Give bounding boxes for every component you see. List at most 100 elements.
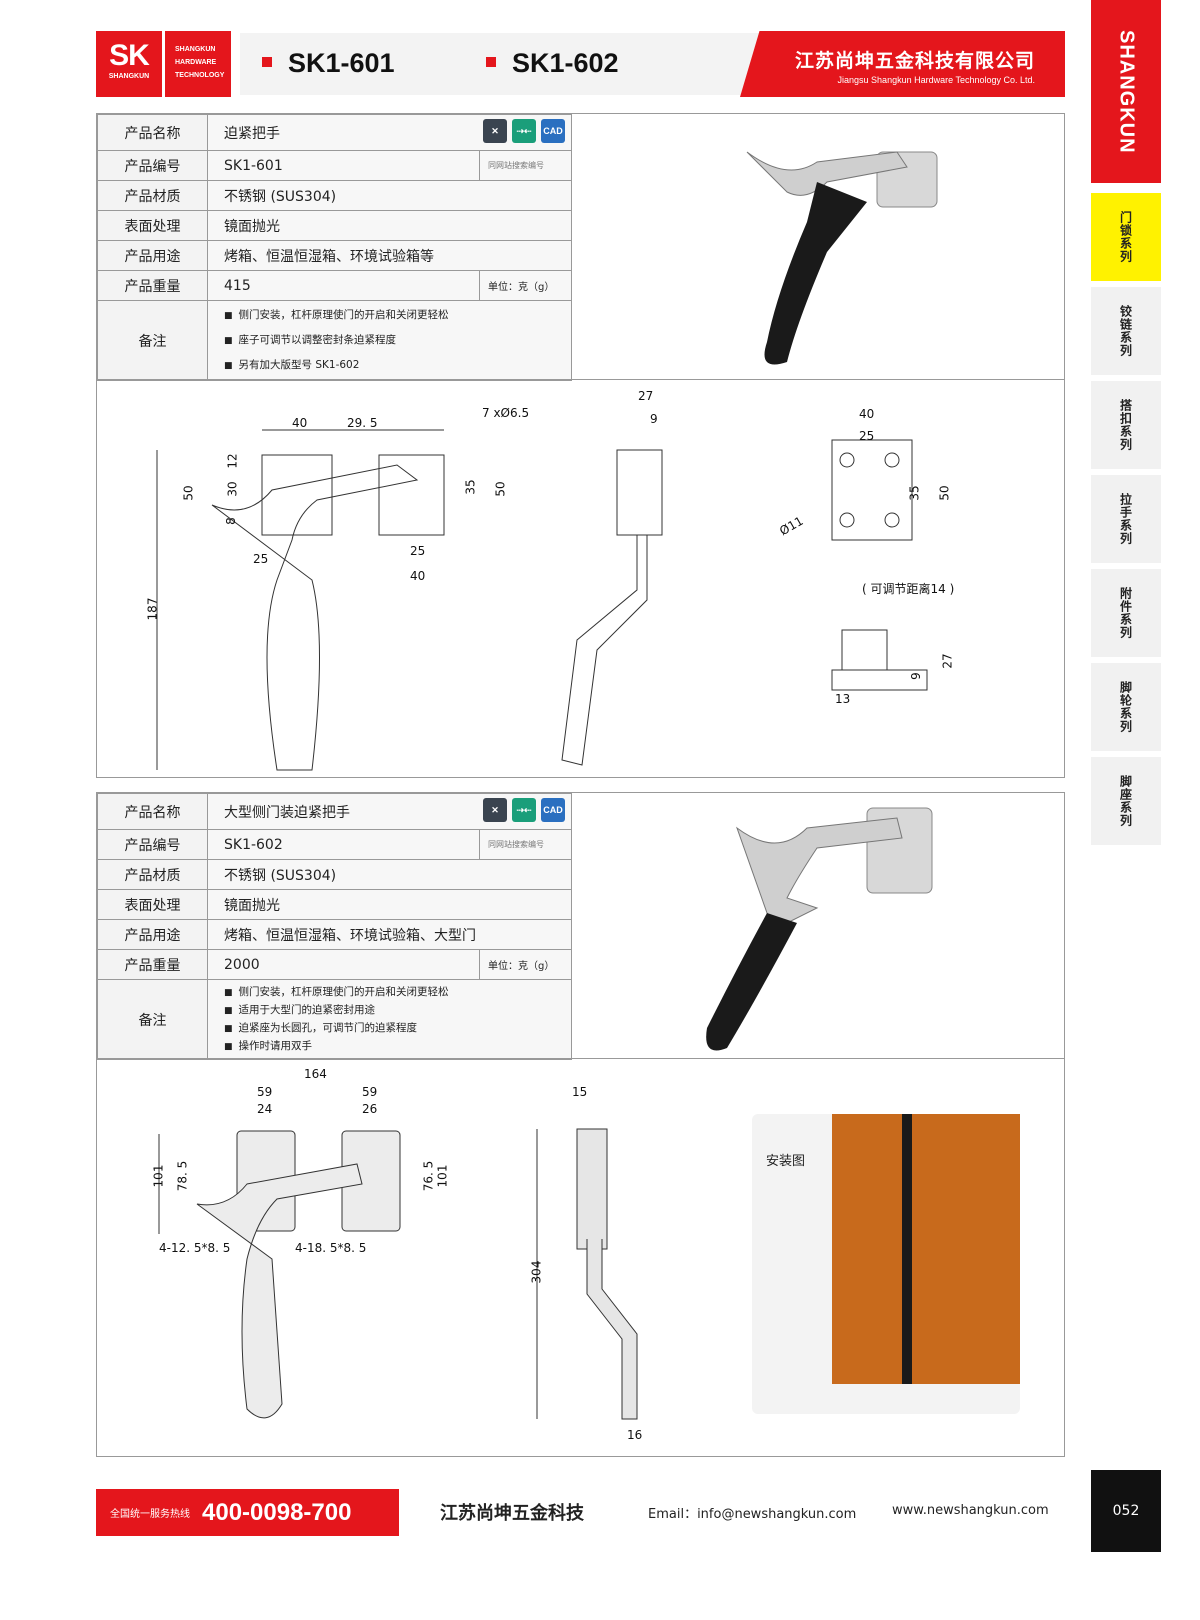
dimension-label: 101: [151, 1164, 166, 1188]
cad-icon[interactable]: CAD: [541, 798, 565, 822]
label: 表面处理: [97, 889, 208, 920]
dimension-label: 26: [362, 1102, 378, 1116]
dimension-label: 101: [435, 1164, 450, 1188]
product-name: 迫紧把手: [224, 125, 280, 142]
logo-line: SHANGKUN: [175, 46, 216, 53]
label: 产品材质: [97, 859, 208, 890]
dimension-label: 12: [225, 453, 240, 469]
dimension-label: 40: [859, 407, 875, 421]
dimension-label: 29. 5: [347, 416, 378, 430]
dimension-label: 24: [257, 1102, 273, 1116]
technical-drawing-sk1-602: [158, 1128, 638, 1420]
dimension-label: 78. 5: [175, 1160, 190, 1192]
dimension-label: 27: [638, 389, 654, 403]
label: 备注: [97, 300, 208, 381]
hotline-number: 400-0098-700: [202, 1498, 352, 1526]
dimension-label: 59: [257, 1085, 273, 1099]
label: 产品重量: [97, 949, 208, 980]
sidebar-item-hinges[interactable]: 铰链系列: [1091, 287, 1161, 375]
sidebar-item-latches[interactable]: 搭扣系列: [1091, 381, 1161, 469]
product-material: 不锈钢 (SUS304): [207, 859, 572, 890]
product-usage: 烤箱、恒温恒湿箱、环境试验箱、大型门: [207, 919, 572, 950]
company-en: Jiangsu Shangkun Hardware Technology Co.…: [837, 75, 1035, 85]
dimension-label: 35: [907, 485, 922, 501]
quick-install-icon[interactable]: ⇢⇠: [512, 119, 536, 143]
cad-icon[interactable]: CAD: [541, 119, 565, 143]
product-material: 不锈钢 (SUS304): [207, 180, 572, 211]
dimension-label: 9: [650, 412, 658, 426]
label: 表面处理: [97, 210, 208, 241]
dimension-label: 8: [223, 517, 238, 525]
product-weight: 2000: [207, 949, 480, 980]
header-bar: [240, 33, 780, 95]
notes-list: 侧门安装，杠杆原理使门的开启和关闭更轻松座子可调节以调整密封条迫紧程度另有加大版…: [224, 303, 555, 378]
logo-sub: SHANGKUN: [108, 73, 150, 80]
technical-drawing-sk1-601: [156, 429, 928, 771]
hotline-label: 全国统一服务热线: [110, 1509, 190, 1520]
hotline-box: 全国统一服务热线 400-0098-700: [96, 1489, 399, 1536]
sidebar-item-accessories[interactable]: 附件系列: [1091, 569, 1161, 657]
dimension-label: 187: [145, 597, 160, 621]
footer-company: 江苏尚坤五金科技: [440, 1503, 584, 1524]
dimension-label: 76. 5: [421, 1160, 436, 1192]
dimension-label: 50: [493, 481, 508, 497]
note: 侧门安装，杠杆原理使门的开启和关闭更轻松: [224, 303, 555, 328]
dimension-label: 25: [859, 429, 875, 443]
product-weight: 415: [207, 270, 480, 301]
label: 产品材质: [97, 180, 208, 211]
dimension-label: 30: [225, 481, 240, 497]
note: 侧门安装，杠杆原理使门的开启和关闭更轻松: [224, 984, 555, 1002]
product-name: 大型侧门装迫紧把手: [224, 804, 350, 821]
dimension-label: 304: [529, 1260, 544, 1284]
dimension-label: 50: [937, 485, 952, 501]
unit-label: 单位：克（g）: [479, 270, 572, 301]
product-code: SK1-601: [207, 150, 480, 181]
note: 另有加大版型号 SK1-602: [224, 353, 555, 378]
dimension-label: 7 xØ6.5: [482, 406, 530, 420]
note: 操作时请用双手: [224, 1038, 555, 1056]
model-title: SK1-602: [486, 48, 619, 79]
label: 产品重量: [97, 270, 208, 301]
dimension-label: 59: [362, 1085, 378, 1099]
product-photo-sk1-601: [746, 151, 938, 365]
company-cn: 江苏尚坤五金科技有限公司: [794, 50, 1035, 72]
dimension-label: 25: [410, 544, 426, 558]
dimension-label: 164: [304, 1067, 327, 1081]
dimension-label: 40: [292, 416, 308, 430]
search-hint: 同网站搜索编号: [479, 829, 572, 860]
footer-email[interactable]: Email：info@newshangkun.com: [648, 1507, 857, 1522]
no-drill-icon[interactable]: ✕: [483, 119, 507, 143]
sidebar-item-handles[interactable]: 拉手系列: [1091, 475, 1161, 563]
note: 迫紧座为长圆孔，可调节门的迫紧程度: [224, 1020, 555, 1038]
product-finish: 镜面抛光: [207, 889, 572, 920]
no-drill-icon[interactable]: ✕: [483, 798, 507, 822]
dimension-label: 25: [253, 552, 269, 566]
dimension-label: 4-12. 5*8. 5: [159, 1241, 231, 1255]
dimension-label: 16: [627, 1428, 643, 1442]
dimension-label: 35: [463, 479, 478, 495]
logo-letters: SK: [109, 39, 150, 72]
logo-line: TECHNOLOGY: [175, 72, 225, 79]
dimension-label: 50: [181, 485, 196, 501]
quick-install-icon[interactable]: ⇢⇠: [512, 798, 536, 822]
note: 座子可调节以调整密封条迫紧程度: [224, 328, 555, 353]
note: 适用于大型门的迫紧密封用途: [224, 1002, 555, 1020]
label: 产品编号: [97, 150, 208, 181]
product-photo-sk1-602: [706, 807, 933, 1051]
search-hint: 同网站搜索编号: [479, 150, 572, 181]
dimension-label: 40: [410, 569, 426, 583]
unit-label: 单位：克（g）: [479, 949, 572, 980]
dimension-label: ( 可调节距离14 ): [862, 582, 955, 596]
label: 产品用途: [97, 240, 208, 271]
logo-text: SHANGKUN HARDWARE TECHNOLOGY: [165, 31, 231, 97]
dimension-label: 13: [835, 692, 851, 706]
sidebar-item-door-locks[interactable]: 门锁系列: [1091, 193, 1161, 281]
sidebar-brand: SHANGKUN: [1091, 0, 1161, 183]
logo-line: HARDWARE: [175, 59, 217, 66]
sidebar-item-feet[interactable]: 脚座系列: [1091, 757, 1161, 845]
sidebar-item-casters[interactable]: 脚轮系列: [1091, 663, 1161, 751]
footer-website[interactable]: www.newshangkun.com: [892, 1503, 1049, 1518]
